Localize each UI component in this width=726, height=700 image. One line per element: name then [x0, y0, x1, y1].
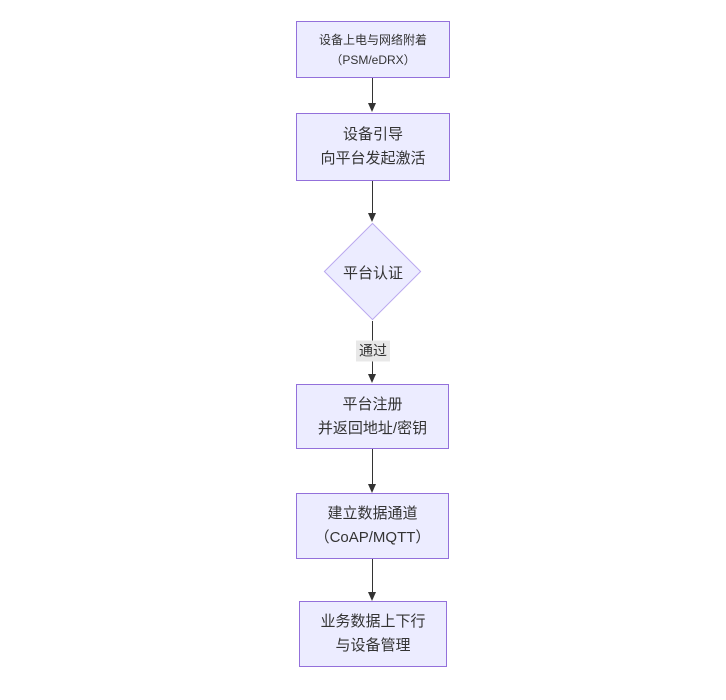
node-business-data: 业务数据上下行 与设备管理 — [299, 601, 447, 667]
arrowhead-icon — [368, 592, 376, 601]
arrowhead-icon — [368, 103, 376, 112]
node-label-line: 平台认证 — [342, 264, 403, 282]
node-auth-label: 平台认证 — [323, 260, 423, 284]
node-register: 平台注册 并返回地址/密钥 — [296, 384, 449, 449]
arrowhead-icon — [368, 484, 376, 493]
node-label-line: 业务数据上下行 — [320, 613, 426, 630]
node-bootstrap: 设备引导 向平台发起激活 — [296, 113, 450, 181]
edge-line — [372, 78, 373, 104]
node-label-line: 平台注册 — [342, 395, 403, 413]
node-label-line: （PSM/eDRX） — [330, 52, 416, 67]
node-label-line: 并返回地址/密钥 — [317, 419, 428, 437]
edge-line — [372, 181, 373, 213]
edge-label-pass: 通过 — [356, 340, 390, 362]
edge-line — [372, 449, 373, 484]
edge-line — [372, 559, 373, 592]
arrowhead-icon — [368, 213, 376, 222]
node-data-channel: 建立数据通道 （CoAP/MQTT） — [296, 493, 449, 559]
arrowhead-icon — [368, 374, 376, 383]
node-power-on: 设备上电与网络附着 （PSM/eDRX） — [296, 21, 450, 78]
node-label-line: （CoAP/MQTT） — [314, 529, 431, 546]
node-label-line: 向平台发起激活 — [320, 150, 426, 167]
node-label-line: 与设备管理 — [335, 637, 411, 654]
node-label-line: 设备上电与网络附着 — [318, 32, 427, 47]
node-label-line: 设备引导 — [342, 126, 403, 143]
node-label-line: 建立数据通道 — [327, 505, 418, 522]
